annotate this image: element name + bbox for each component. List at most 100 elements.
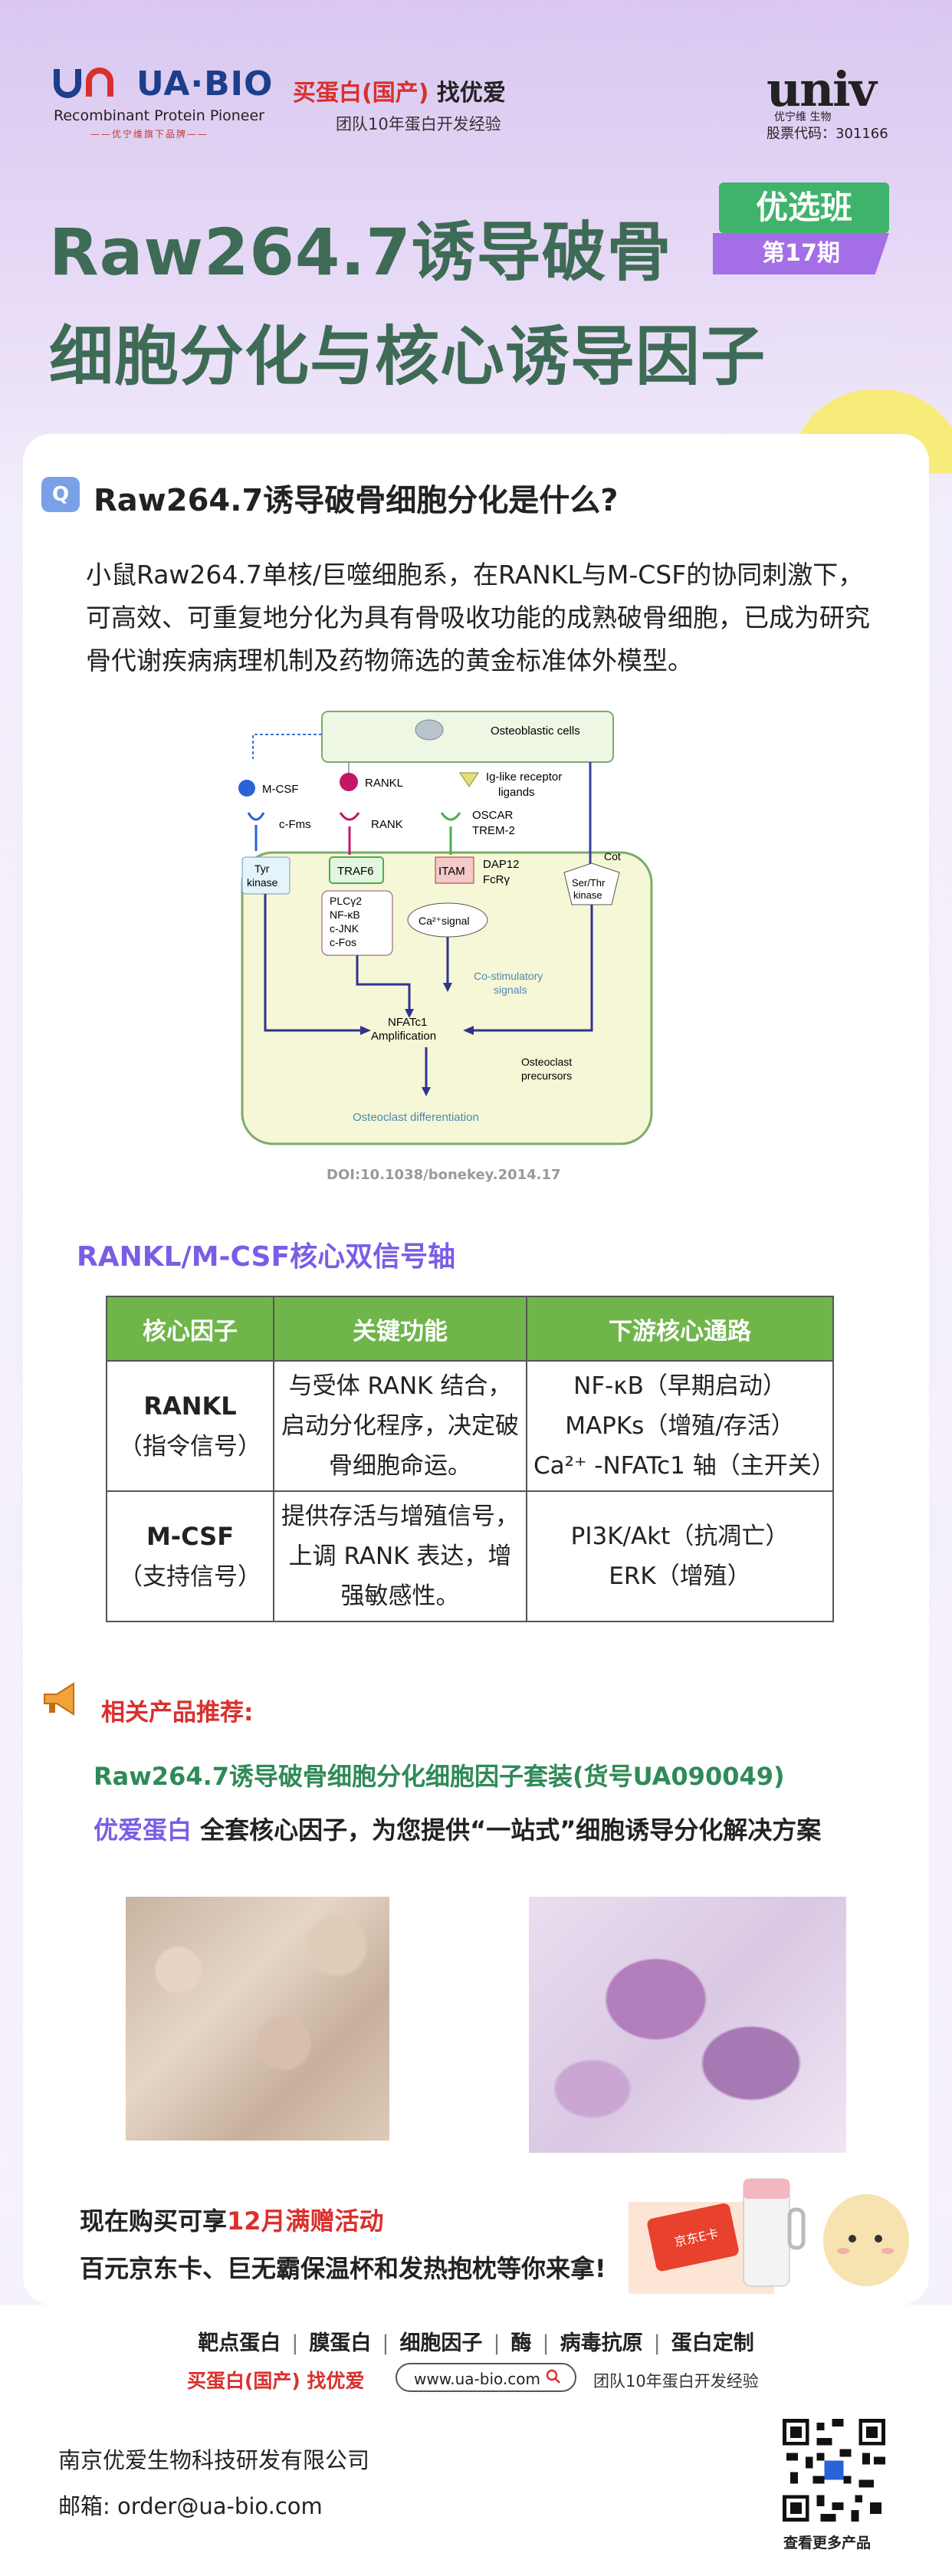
nav-item-custom-protein[interactable]: 蛋白定制	[671, 2331, 754, 2355]
signal-table: 核心因子 关键功能 下游核心通路 RANKL （指令信号） 与受体 RANK 结…	[106, 1296, 835, 1622]
function-line: 与受体 RANK 结合，	[288, 1372, 512, 1400]
table-header: 关键功能	[273, 1296, 527, 1362]
promo-text: 现在购买可享	[80, 2206, 228, 2236]
signaling-diagram: Osteoblastic cells M-CSF RANKL Ig-like r…	[238, 711, 653, 1145]
oscar-label: OSCAR	[472, 809, 514, 822]
table-header: 下游核心通路	[526, 1296, 834, 1362]
nav-item-enzyme[interactable]: 酶	[510, 2331, 532, 2355]
nav-separator: |	[493, 2331, 501, 2355]
function-line: 上调 RANK 表达，增	[288, 1543, 512, 1570]
page-title-line2: 细胞分化与核心诱导因子	[49, 319, 767, 394]
function-line: 提供存活与增殖信号，	[281, 1503, 519, 1530]
kinase-label-1: kinase	[247, 876, 278, 889]
nav-separator: |	[291, 2331, 299, 2355]
pathway-cell: NF-κB（早期启动） MAPKs（增殖/存活） Ca²⁺ -NFATc1 轴（…	[526, 1360, 835, 1492]
amplification-label: Amplification	[371, 1030, 436, 1043]
recommend-heading: 相关产品推荐:	[101, 1699, 254, 1727]
function-cell: 提供存活与增殖信号， 上调 RANK 表达，增 强敏感性。	[273, 1490, 527, 1622]
pathway-line: Ca²⁺ -NFATc1 轴（主开关）	[533, 1452, 835, 1480]
search-icon[interactable]	[546, 2369, 561, 2384]
rankl-label: RANKL	[365, 777, 403, 790]
function-cell: 与受体 RANK 结合， 启动分化程序，决定破 骨细胞命运。	[273, 1360, 527, 1492]
pathway-line: PI3K/Akt（抗凋亡）	[570, 1523, 790, 1550]
table-row: RANKL （指令信号） 与受体 RANK 结合， 启动分化程序，决定破 骨细胞…	[106, 1360, 835, 1492]
osteoblast-box	[321, 711, 614, 763]
nav-separator: |	[542, 2331, 550, 2355]
gift-images: 京东E卡	[629, 2178, 909, 2294]
osteoclast-stain-image	[529, 1897, 846, 2153]
ligands-label: ligands	[498, 786, 535, 799]
univ-logo: univ	[767, 61, 877, 117]
nfatc1-label: NFATc1	[388, 1016, 427, 1029]
tyr-label: Tyr	[254, 863, 270, 875]
nav-item-cytokine[interactable]: 细胞因子	[399, 2331, 483, 2355]
question-chat-icon: Q	[41, 477, 80, 512]
axis-heading: RANKL/M-CSF核心双信号轴	[77, 1241, 456, 1273]
contact-email[interactable]: 邮箱: order@ua-bio.com	[58, 2493, 323, 2519]
cot-label: Cot	[604, 850, 621, 863]
brand-subtitle-cn: ——优宁维旗下品牌——	[90, 129, 209, 140]
megaphone-icon	[44, 1682, 74, 1716]
dap12-label: DAP12	[483, 858, 520, 871]
factor-name: RANKL	[143, 1391, 237, 1421]
recommend-text: 全套核心因子，为您提供“一站式”细胞诱导分化解决方案	[192, 1815, 822, 1845]
traf6-label: TRAF6	[337, 865, 374, 878]
recommend-line: 优爱蛋白 全套核心因子，为您提供“一站式”细胞诱导分化解决方案	[94, 1811, 821, 1846]
section-heading: Raw264.7诱导破骨细胞分化是什么?	[94, 483, 619, 518]
function-line: 启动分化程序，决定破	[281, 1412, 519, 1440]
footer-nav: 靶点蛋白 | 膜蛋白 | 细胞因子 | 酶 | 病毒抗原 | 蛋白定制	[0, 2326, 952, 2356]
nav-item-target-protein[interactable]: 靶点蛋白	[198, 2331, 281, 2355]
pathway-line: ERK（增殖）	[609, 1562, 751, 1590]
nav-separator: |	[382, 2331, 389, 2355]
pathway-line: MAPKs（增殖/存活）	[565, 1412, 795, 1440]
table-header: 核心因子	[106, 1296, 274, 1362]
pathway-line: NF-κB（早期启动）	[573, 1372, 786, 1400]
serthr-label: Ser/Thr	[572, 877, 606, 889]
trem2-label: TREM-2	[472, 824, 515, 837]
brand-subtitle: Recombinant Protein Pioneer	[54, 107, 264, 124]
product-link[interactable]: Raw264.7诱导破骨细胞分化细胞因子套装(货号UA090049)	[94, 1762, 785, 1791]
pathway-cell: PI3K/Akt（抗凋亡） ERK（增殖）	[526, 1490, 834, 1622]
nav-separator: |	[653, 2331, 661, 2355]
costim-label-1: Co-stimulatory	[474, 970, 543, 982]
table-header-row: 核心因子 关键功能 下游核心通路	[106, 1296, 834, 1362]
function-line: 骨细胞命运。	[329, 1452, 471, 1480]
nav-item-viral-antigen[interactable]: 病毒抗原	[560, 2331, 643, 2355]
stock-code: 股票代码：301166	[767, 126, 888, 142]
plc-label: PLCγ2	[330, 895, 362, 907]
ua-bio-logo-icon	[54, 67, 113, 98]
precursor-label-2: precursors	[521, 1070, 572, 1082]
header-slogan: 买蛋白(国产) 找优爱	[293, 74, 506, 107]
footer-slogan: 买蛋白(国产) 找优爱	[187, 2370, 365, 2392]
badge-youxuan: 优选班	[719, 182, 889, 233]
differentiation-label: Osteoclast differentiation	[353, 1111, 479, 1124]
factor-cell: M-CSF （支持信号）	[106, 1490, 274, 1622]
factor-name: M-CSF	[146, 1521, 235, 1551]
cell-culture-image	[126, 1897, 389, 2141]
slogan-red: 买蛋白(国产)	[293, 80, 429, 107]
nav-item-membrane-protein[interactable]: 膜蛋白	[309, 2331, 372, 2355]
osteoblast-label: Osteoblastic cells	[491, 724, 580, 738]
iglike-label: Ig-like receptor	[486, 770, 562, 784]
brand-highlight: 优爱蛋白	[94, 1815, 192, 1845]
cfos-label: c-Fos	[330, 936, 356, 948]
table-row: M-CSF （支持信号） 提供存活与增殖信号， 上调 RANK 表达，增 强敏感…	[106, 1490, 834, 1622]
cjnk-label: c-JNK	[330, 922, 359, 935]
promo-line-2: 百元京东卡、巨无霸保温杯和发热抱枕等你来拿!	[80, 2254, 606, 2283]
header-team: 团队10年蛋白开发经验	[336, 115, 501, 133]
rank-label: RANK	[371, 818, 403, 831]
intro-paragraph: 小鼠Raw264.7单核/巨噬细胞系，在RANKL与M-CSF的协同刺激下，可高…	[86, 560, 870, 675]
factor-cell: RANKL （指令信号）	[106, 1360, 274, 1492]
website-url[interactable]: www.ua-bio.com	[396, 2363, 576, 2392]
company-name: 南京优爱生物科技研发有限公司	[58, 2447, 370, 2473]
slogan-black: 找优爱	[436, 80, 506, 107]
factor-role: （支持信号）	[119, 1562, 261, 1591]
univ-chinese-name: 优宁维 生物	[774, 111, 832, 123]
promo-highlight: 12月满赠活动	[227, 2206, 384, 2236]
badge-issue: 第17期	[713, 233, 889, 274]
factor-role: （指令信号）	[119, 1432, 261, 1460]
nfkb-label: NF-κB	[330, 909, 360, 921]
doi-citation: DOI:10.1038/bonekey.2014.17	[327, 1167, 561, 1183]
qr-code-icon[interactable]	[779, 2415, 889, 2525]
costim-label-2: signals	[494, 984, 527, 996]
